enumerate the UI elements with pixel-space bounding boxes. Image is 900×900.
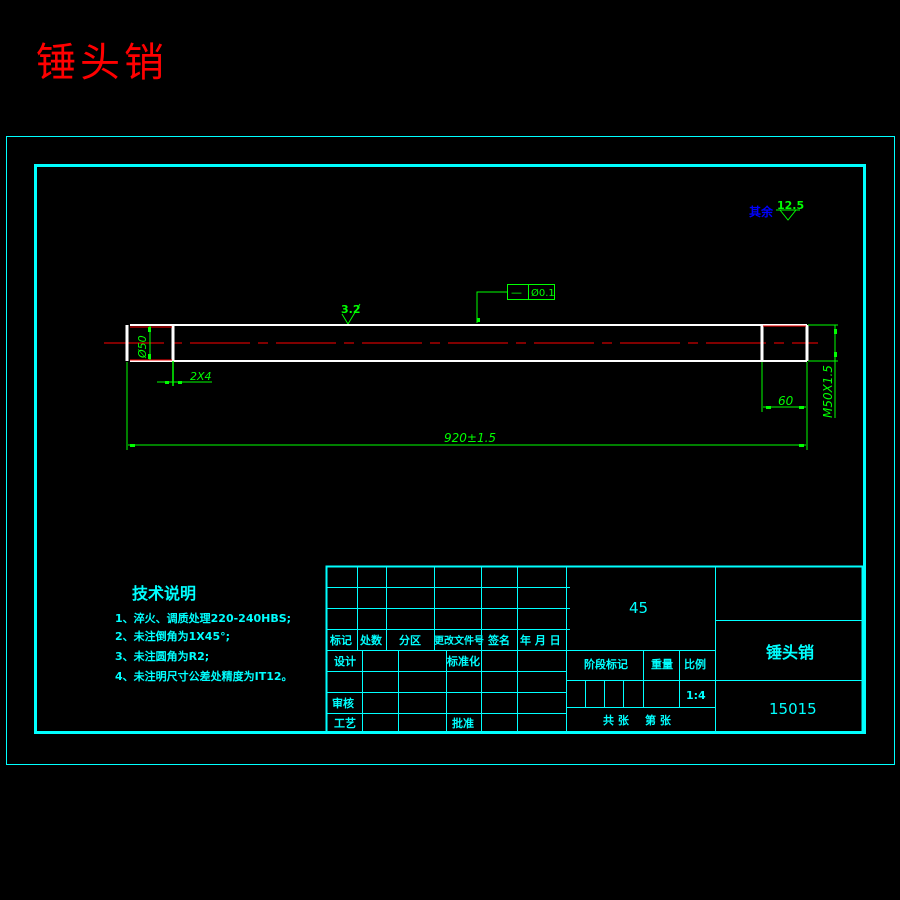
thread-length-dimension: 60 <box>763 394 806 409</box>
tolerance-value: Ø0.1 <box>531 287 555 299</box>
revision-header-date: 年 月 日 <box>520 633 561 647</box>
technical-note-item: 4、未注明尺寸公差处精度为IT12。 <box>115 669 293 683</box>
geometric-tolerance-frame: — Ø0.1 <box>476 284 555 323</box>
process-label: 工艺 <box>334 716 356 730</box>
roughness-check-icon <box>341 303 361 325</box>
roughness-other-symbol: 其余 12.5 <box>749 199 804 221</box>
weight-label: 重量 <box>651 657 673 671</box>
chamfer-dimension: 2X4 <box>157 361 212 386</box>
technical-note-item: 1、淬火、调质处理220-240HBS; <box>115 611 291 625</box>
straightness-icon: — <box>511 286 522 299</box>
overall-length-label: 920±1.5 <box>444 431 496 445</box>
revision-header-count: 处数 <box>359 633 383 647</box>
sheets-total-label: 共 张 <box>603 713 630 727</box>
revision-header-signature: 签名 <box>487 633 510 647</box>
diameter-label: Ø50 <box>136 335 149 359</box>
roughness-surface-value: 3.2 <box>341 303 361 316</box>
stage-mark-label: 阶段标记 <box>584 657 628 671</box>
roughness-surface-symbol: 3.2 <box>341 303 361 325</box>
roughness-other-label: 其余 <box>749 204 774 219</box>
overall-length-dimension: 920±1.5 <box>128 431 806 447</box>
thread-length-label: 60 <box>778 394 794 408</box>
outer-frame <box>6 136 895 765</box>
part-name: 锤头销 <box>766 643 814 662</box>
sheet-number-label: 第 张 <box>645 713 672 727</box>
thread-label: M50X1.5 <box>821 365 835 418</box>
revision-header-mark: 标记 <box>329 633 352 647</box>
technical-note-item: 2、未注倒角为1X45°; <box>115 629 230 643</box>
technical-notes: 技术说明 1、淬火、调质处理220-240HBS; 2、未注倒角为1X45°; … <box>115 584 293 683</box>
diameter-dimension: Ø50 <box>136 326 151 360</box>
design-label: 设计 <box>334 654 356 668</box>
shaft-outline <box>125 324 809 362</box>
chamfer-label: 2X4 <box>190 370 212 383</box>
technical-notes-title: 技术说明 <box>132 584 196 603</box>
revision-header-document: 更改文件号 <box>434 634 484 647</box>
scale-value: 1:4 <box>686 689 706 702</box>
standardization-label: 标准化 <box>446 654 480 668</box>
revision-header-zone: 分区 <box>399 633 421 647</box>
roughness-other-value: 12.5 <box>777 199 804 212</box>
drawing-heading: 锤头销 <box>36 40 168 86</box>
drawing-number: 15015 <box>769 700 817 718</box>
title-block <box>325 565 864 734</box>
approval-label: 批准 <box>452 716 474 730</box>
technical-note-item: 3、未注圆角为R2; <box>115 649 209 663</box>
review-label: 审核 <box>332 696 354 710</box>
scale-label: 比例 <box>684 657 706 671</box>
material-value: 45 <box>629 599 648 617</box>
title-block-labels: 标记 处数 分区 更改文件号 签名 年 月 日 设计 标准化 审核 工艺 批准 … <box>329 599 817 730</box>
roughness-check-icon <box>779 209 797 221</box>
thread-dimension: M50X1.5 <box>808 324 838 418</box>
